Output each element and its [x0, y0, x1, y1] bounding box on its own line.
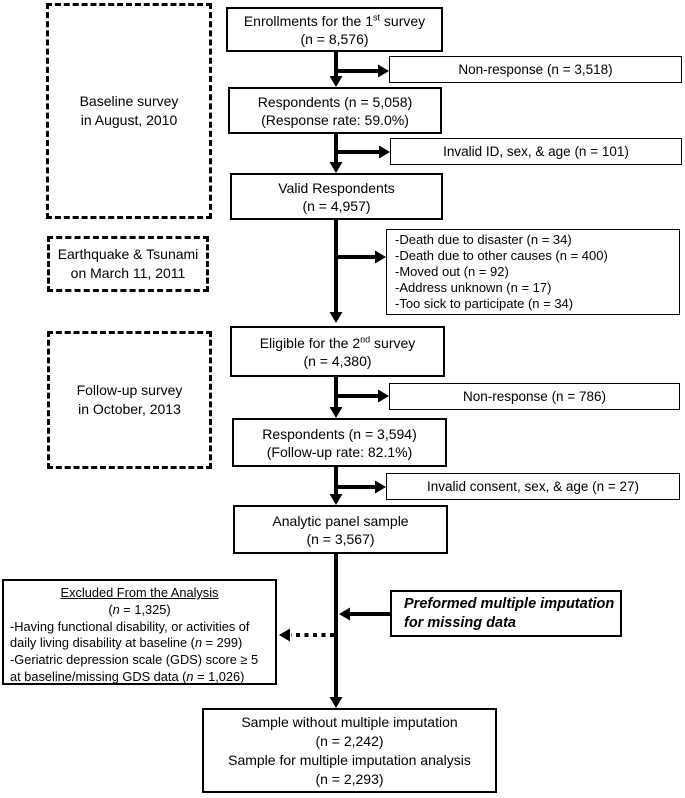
panel-followup-survey: Follow-up survey in October, 2013: [47, 331, 212, 469]
panel-followup-line2: in October, 2013: [78, 401, 181, 417]
arrowhead-excluded: [279, 628, 290, 642]
attrition-item: -Death due to other causes (n = 400): [395, 247, 608, 263]
attrition-item: -Death due to disaster (n = 34): [395, 231, 572, 247]
imputation-note-line2: for missing data: [404, 614, 516, 631]
arrowhead-valid-to-eligible: [329, 312, 343, 323]
excluded-item: -Having functional disability, or activi…: [10, 618, 250, 651]
arrowhead-nonresponse2: [378, 389, 389, 403]
invalid-id-box: Invalid ID, sex, & age (n = 101): [390, 138, 682, 165]
eligible-line2: (n = 4,380): [303, 352, 372, 369]
analytic-sample-line2: (n = 3,567): [306, 530, 375, 547]
analytic-sample-box: Analytic panel sample (n = 3,567): [233, 505, 448, 554]
panel-baseline-line2: in August, 2010: [80, 112, 178, 128]
panel-earthquake: Earthquake & Tsunami on March 11, 2011: [47, 236, 209, 292]
excluded-items: -Having functional disability, or activi…: [10, 619, 269, 686]
arrowhead-invalid2: [375, 480, 386, 494]
arrowhead-imputation-note: [339, 607, 350, 621]
arrowhead-respondents2-to-analytic: [329, 494, 343, 505]
valid-respondents-line2: (n = 4,957): [302, 197, 371, 214]
imputation-note-box: Preformed multiple imputation for missin…: [390, 590, 622, 637]
respondents1-line2: (Response rate: 59.0%): [261, 111, 409, 128]
respondents1-box: Respondents (n = 5,058) (Response rate: …: [228, 87, 442, 134]
arrowhead-attrition: [375, 250, 386, 264]
enrollments-line1: Enrollments for the 1st survey: [243, 11, 426, 29]
arrowhead-analytic-to-final: [329, 697, 343, 708]
panel-earthquake-line2: on March 11, 2011: [70, 265, 186, 281]
attrition-box: -Death due to disaster (n = 34) -Death d…: [386, 229, 680, 315]
eligible-line1: Eligible for the 2nd survey: [259, 333, 416, 351]
valid-respondents-box: Valid Respondents (n = 4,957): [230, 173, 443, 220]
enrollments-box: Enrollments for the 1st survey (n = 8,57…: [226, 7, 443, 52]
final-line4: (n = 2,293): [315, 770, 384, 787]
superscript-nd: nd: [360, 333, 371, 344]
enrollments-line2: (n = 8,576): [300, 30, 369, 47]
final-sample-box: Sample without multiple imputation (n = …: [202, 708, 497, 793]
excluded-item: -Geriatric depression scale (GDS) score …: [10, 652, 259, 684]
panel-baseline-line1: Baseline survey: [79, 93, 179, 109]
superscript-st: st: [373, 11, 381, 22]
nonresponse2-box: Non-response (n = 786): [389, 383, 680, 410]
final-line1: Sample without multiple imputation: [241, 713, 458, 730]
attrition-item: -Too sick to participate (n = 34): [395, 296, 574, 312]
eligible-box: Eligible for the 2nd survey (n = 4,380): [230, 326, 445, 377]
analytic-sample-line1: Analytic panel sample: [272, 512, 409, 529]
attrition-item: -Moved out (n = 92): [395, 263, 509, 279]
excluded-title: Excluded From the Analysis: [60, 585, 219, 600]
attrition-item: -Address unknown (n = 17): [395, 280, 552, 296]
panel-earthquake-line1: Earthquake & Tsunami: [57, 246, 199, 262]
nonresponse1-box: Non-response (n = 3,518): [389, 56, 682, 83]
arrowhead-respondents1-to-valid: [329, 162, 343, 173]
panel-baseline-survey: Baseline survey in August, 2010: [46, 3, 212, 219]
respondents2-line1: Respondents (n = 3,594): [262, 425, 417, 442]
respondents2-line2: (Follow-up rate: 82.1%): [266, 443, 413, 460]
arrowhead-nonresponse1: [378, 64, 389, 78]
imputation-note-line1: Preformed multiple imputation: [404, 595, 615, 612]
final-line2: (n = 2,242): [315, 732, 384, 749]
panel-followup-line1: Follow-up survey: [76, 382, 183, 398]
excluded-box: Excluded From the Analysis (n = 1,325) -…: [2, 579, 277, 685]
final-line3: Sample for multiple imputation analysis: [228, 751, 471, 768]
arrowhead-invalid1: [379, 145, 390, 159]
arrowhead-enroll-to-respondents1: [329, 76, 343, 87]
respondents1-line1: Respondents (n = 5,058): [257, 93, 413, 110]
excluded-count: (n = 1,325): [108, 601, 171, 617]
respondents2-box: Respondents (n = 3,594) (Follow-up rate:…: [232, 418, 447, 467]
invalid-consent-box: Invalid consent, sex, & age (n = 27): [386, 473, 680, 500]
valid-respondents-line1: Valid Respondents: [278, 179, 395, 196]
arrowhead-eligible-to-respondents2: [329, 407, 343, 418]
